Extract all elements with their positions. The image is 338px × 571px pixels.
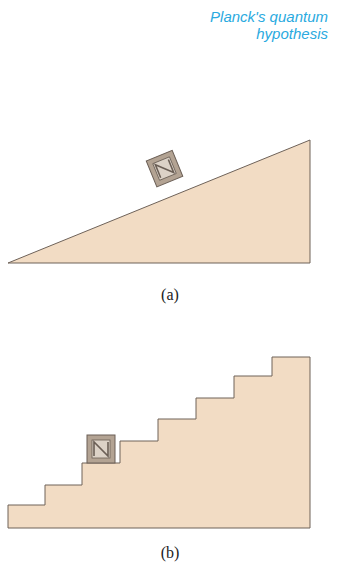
crate	[87, 435, 115, 463]
crate	[146, 150, 183, 187]
staircase	[8, 357, 310, 528]
heading-note: Planck's quantum hypothesis	[198, 8, 328, 42]
part-label: (b)	[150, 544, 190, 562]
part-label: (a)	[150, 286, 190, 304]
ramp	[8, 140, 310, 263]
